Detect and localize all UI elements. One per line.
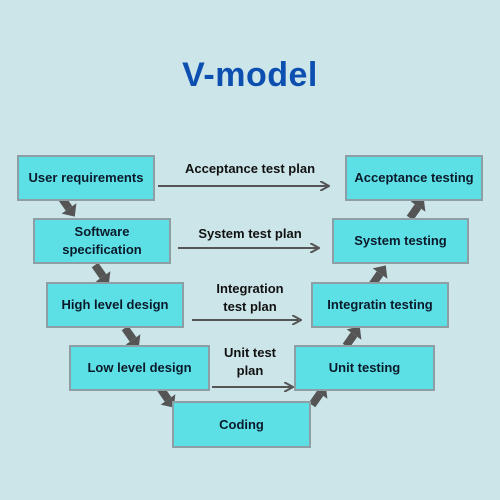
box-acceptance-testing: Acceptance testing bbox=[345, 155, 483, 201]
box-system-testing: System testing bbox=[332, 218, 469, 264]
box-software-specification: Software specification bbox=[33, 218, 171, 264]
down-arrow-2 bbox=[91, 262, 111, 285]
down-arrow-3 bbox=[121, 325, 141, 348]
label-acceptance-test-plan: Acceptance test plan bbox=[184, 161, 316, 176]
up-arrow-2 bbox=[342, 326, 362, 349]
box-low-level-design: Low level design bbox=[69, 345, 210, 391]
label-integration-test-plan: Integration test plan bbox=[216, 281, 284, 314]
box-integration-testing: Integratin testing bbox=[311, 282, 449, 328]
label-system-test-plan: System test plan bbox=[198, 226, 302, 241]
up-arrow-4 bbox=[406, 198, 426, 221]
label-unit-test-plan: Unit test plan bbox=[224, 345, 276, 378]
box-coding: Coding bbox=[172, 401, 311, 448]
box-user-requirements: User requirements bbox=[17, 155, 155, 201]
box-unit-testing: Unit testing bbox=[294, 345, 435, 391]
diagram-title: V-model bbox=[182, 56, 318, 94]
box-high-level-design: High level design bbox=[46, 282, 184, 328]
